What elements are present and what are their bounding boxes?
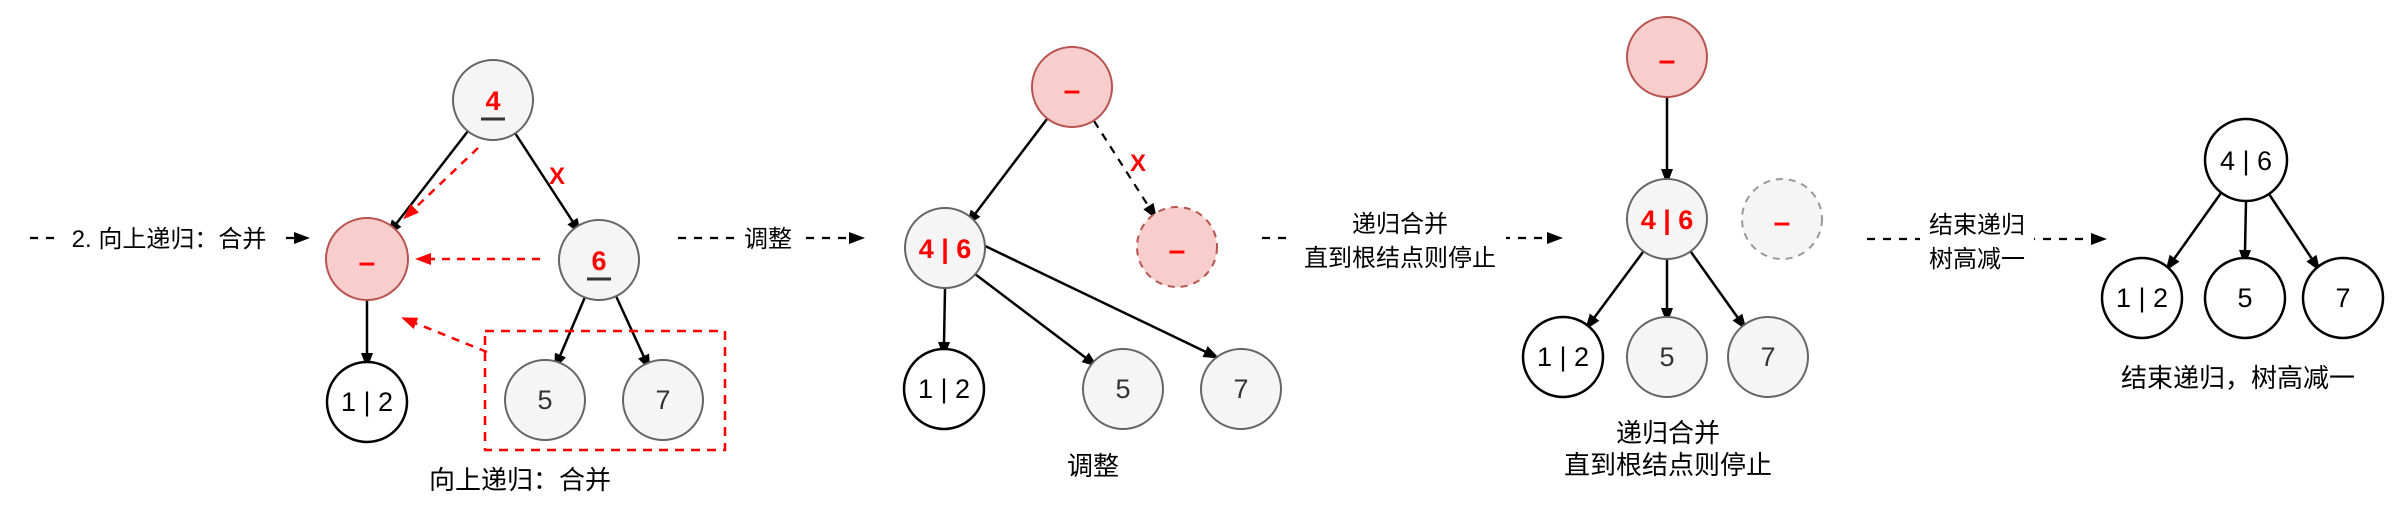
transition-3-label-bg [1294,206,1506,272]
tree3-root-node [1626,16,1708,98]
transition-4-label-line2: 树高减一 [1929,246,2025,273]
transition-3-label-line2: 直到根结点则停止 [1304,245,1496,272]
tree4-leaf1-node [2100,256,2184,340]
tree2-edge-root-to-mid [965,118,1048,226]
tree3-removed-node [1741,178,1823,260]
tree4-leaf2-node [2203,256,2287,340]
tree2-leaf3-node [1200,348,1282,430]
tree1-red-arrow-root-down [403,147,479,220]
tree1-caption: 向上递归：合并 [429,465,611,495]
tree4-leaf2-label: 5 [2237,283,2252,313]
tree2-x-mark: X [1130,150,1146,177]
tree-3: – 4 | 6 – 1 | 2 5 7 递归合并 直到根结点则停止 [1521,16,1823,480]
tree1-edge-root-to-right [513,132,582,235]
tree2-leaf1-node [902,347,986,431]
tree1-right-node [558,219,640,301]
tree-1: X 4 – 6 1 | 2 5 7 向上递归：合并 [325,59,727,495]
transition-3-label-line1: 递归合并 [1352,211,1448,238]
tree1-right-label: 6 [591,246,606,276]
tree3-leaf2-label: 5 [1659,342,1674,372]
transition-1-label-bg [58,220,280,254]
transition-3: 递归合并 直到根结点则停止 [1262,206,1563,272]
tree2-leaf3-label: 7 [1233,374,1248,404]
tree3-leaf1-node [1521,315,1605,399]
tree1-edge-right-to-leaf3 [614,295,651,371]
tree3-edge-mid-to-leaf3 [1689,251,1747,331]
tree1-leaf3-label: 7 [655,385,670,415]
tree4-caption: 结束递归，树高减一 [2121,363,2355,393]
tree2-edge-mid-to-leaf2 [974,273,1098,368]
tree4-edge-root-to-leaf1 [2165,192,2223,272]
tree3-edge-mid-to-leaf1 [1585,251,1645,331]
tree3-root-label: – [1659,44,1676,77]
tree4-edge-root-to-leaf3 [2267,193,2321,272]
tree1-root-label: 4 [485,86,500,116]
tree3-leaf3-node [1727,316,1809,398]
tree2-removed-node [1136,206,1218,288]
tree3-removed-label: – [1774,206,1791,239]
transition-1-label: 2. 向上递归：合并 [72,226,267,253]
tree2-leaf2-label: 5 [1115,374,1130,404]
tree1-merge-label: – [359,246,376,279]
tree2-removed-label: – [1169,234,1186,267]
transition-2-label: 调整 [744,226,792,253]
tree3-mid-node [1626,178,1708,260]
tree4-root-node [2203,117,2289,203]
transition-1: 2. 向上递归：合并 [30,220,310,254]
tree2-leaf1-label: 1 | 2 [918,374,970,404]
transition-4-label-bg [1920,207,2034,273]
tree2-root-label: – [1064,74,1081,107]
tree1-edge-right-to-leaf2 [554,296,587,370]
transition-2-label-bg [736,220,800,254]
tree3-leaf1-label: 1 | 2 [1537,342,1589,372]
tree4-leaf1-label: 1 | 2 [2116,283,2168,313]
tree3-leaf3-label: 7 [1760,342,1775,372]
tree1-x-mark: X [549,163,565,190]
tree3-caption-line2: 直到根结点则停止 [1564,450,1772,480]
tree1-red-arrow-leaves-to-merge [401,317,488,354]
tree2-edge-root-to-removed [1093,120,1158,220]
tree4-leaf3-label: 7 [2335,283,2350,313]
tree4-edge-root-to-leaf2 [2239,200,2252,266]
tree2-caption: 调整 [1067,451,1119,481]
transition-4: 结束递归 树高减一 [1867,207,2107,273]
tree3-mid-label: 4 | 6 [1641,205,1694,235]
tree1-leaf1-label: 1 | 2 [341,387,393,417]
transition-4-label-line1: 结束递归 [1929,212,2025,239]
tree1-edge-root-to-merge [386,130,469,236]
tree2-leaf2-node [1082,348,1164,430]
tree-4: 4 | 6 1 | 2 5 7 结束递归，树高减一 [2100,117,2385,393]
tree2-edge-mid-to-leaf3 [982,243,1220,359]
tree2-root-node [1031,46,1113,128]
tree1-red-group-box [483,329,727,452]
tree1-leaf1-node [325,360,409,444]
tree1-leaf3-node [622,359,704,441]
transition-2: 调整 [678,220,865,254]
tree2-mid-node [904,207,986,289]
tree4-leaf3-node [2301,256,2385,340]
tree2-mid-label: 4 | 6 [919,234,972,264]
tree2-edge-mid-to-leaf1 [938,288,951,358]
tree1-merge-node [325,217,409,301]
tree1-root-node [452,59,534,141]
tree1-leaf2-label: 5 [537,385,552,415]
tree1-leaf2-node [504,359,586,441]
tree-2: X – 4 | 6 – 1 | 2 5 7 调整 [902,46,1282,481]
tree4-root-label: 4 | 6 [2220,146,2272,176]
tree3-caption-line1: 递归合并 [1616,418,1720,448]
tree3-leaf2-node [1626,316,1708,398]
